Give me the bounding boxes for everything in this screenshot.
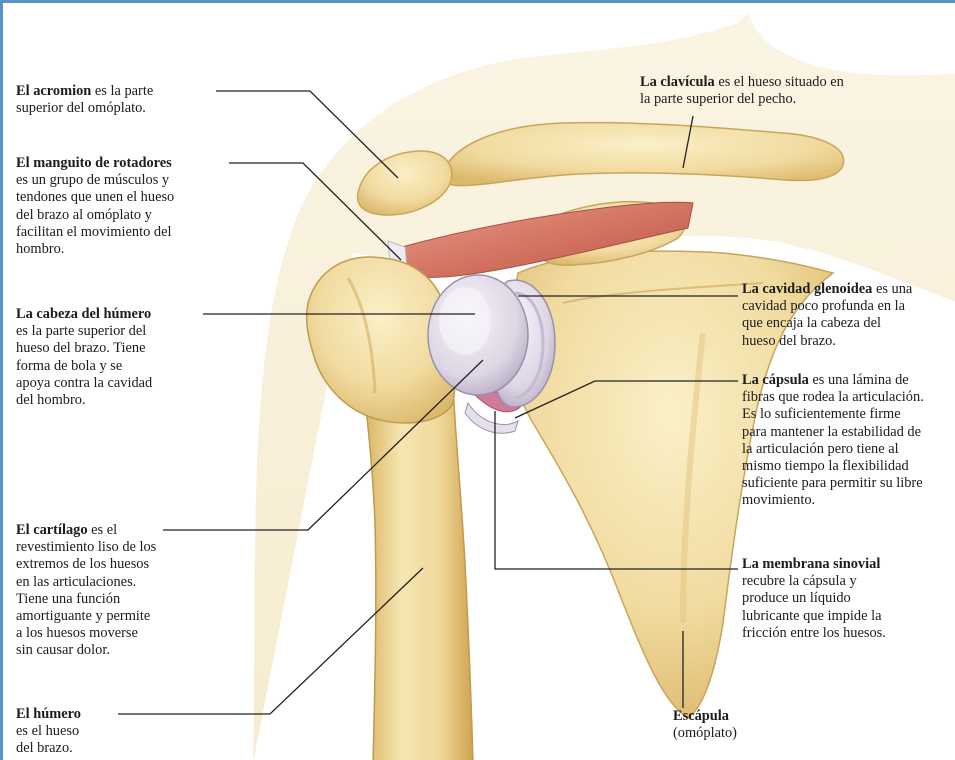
term-scapula: Escápula — [673, 708, 729, 724]
label-glenoid: La cavidad glenoidea es una cavidad poco… — [742, 281, 912, 350]
label-synovial: La membrana sinovial recubre la cápsula … — [742, 556, 886, 642]
term-capsule-rest: es una lámina de — [809, 372, 909, 388]
capsule-line-2: Es lo suficientemente firme — [742, 406, 924, 423]
label-capsule: La cápsula es una lámina de fibras que r… — [742, 372, 924, 510]
humerus-line-1: es el hueso — [16, 723, 81, 740]
label-clavicle: La clavícula es el hueso situado en la p… — [640, 74, 844, 108]
glenoid-line-2: que encaja la cabeza del — [742, 315, 912, 332]
cartilage-line-2: extremos de los huesos — [16, 556, 156, 573]
cartilage-line-5: amortiguante y permite — [16, 608, 156, 625]
rotator-cuff-line-3: del brazo al omóplato y — [16, 207, 174, 224]
cartilage-line-6: a los huesos moverse — [16, 625, 156, 642]
term-glenoid: La cavidad glenoidea — [742, 281, 872, 297]
label-scapula: Escápula (omóplato) — [673, 708, 737, 742]
synovial-line-3: lubricante que impide la — [742, 608, 886, 625]
glenoid-line-3: hueso del brazo. — [742, 333, 912, 350]
term-clavicle-rest: es el hueso situado en — [715, 74, 844, 90]
humeral-head-line-5: del hombro. — [16, 392, 152, 409]
term-synovial: La membrana sinovial — [742, 556, 880, 572]
cartilage-line-4: Tiene una función — [16, 591, 156, 608]
term-rotator-cuff: El manguito de rotadores — [16, 155, 172, 171]
scapula-line-1: (omóplato) — [673, 725, 737, 742]
rotator-cuff-line-5: hombro. — [16, 241, 174, 258]
term-cartilage: El cartílago — [16, 522, 88, 538]
humeral-head-highlight — [439, 287, 491, 355]
term-acromion-rest: es la parte — [91, 83, 153, 99]
rotator-cuff-line-1: es un grupo de músculos y — [16, 172, 174, 189]
humeral-head-line-3: forma de bola y se — [16, 358, 152, 375]
capsule-line-4: la articulación pero tiene al — [742, 441, 924, 458]
humeral-head-line-4: apoya contra la cavidad — [16, 375, 152, 392]
humerus-line-2: del brazo. — [16, 740, 81, 757]
term-acromion: El acromion — [16, 83, 91, 99]
cartilage-line-7: sin causar dolor. — [16, 642, 156, 659]
clavicle-line-1: la parte superior del pecho. — [640, 91, 844, 108]
cartilage-line-3: en las articulaciones. — [16, 574, 156, 591]
capsule-line-6: suficiente para permitir su libre — [742, 475, 924, 492]
synovial-line-2: produce un líquido — [742, 590, 886, 607]
capsule-line-3: para mantener la estabilidad de — [742, 424, 924, 441]
term-humerus: El húmero — [16, 706, 81, 722]
acromion-line-1: superior del omóplato. — [16, 100, 153, 117]
cartilage-line-1: revestimiento liso de los — [16, 539, 156, 556]
label-humeral-head: La cabeza del húmero es la parte superio… — [16, 306, 152, 409]
term-cartilage-rest: es el — [88, 522, 118, 538]
glenoid-line-1: cavidad poco profunda en la — [742, 298, 912, 315]
label-rotator-cuff: El manguito de rotadores es un grupo de … — [16, 155, 174, 258]
term-glenoid-rest: es una — [872, 281, 912, 297]
label-cartilage: El cartílago es el revestimiento liso de… — [16, 522, 156, 660]
rotator-cuff-line-2: tendones que unen el hueso — [16, 189, 174, 206]
term-humeral-head: La cabeza del húmero — [16, 306, 151, 322]
humeral-head-line-2: hueso del brazo. Tiene — [16, 340, 152, 357]
capsule-line-5: mismo tiempo la flexibilidad — [742, 458, 924, 475]
capsule-line-1: fibras que rodea la articulación. — [742, 389, 924, 406]
term-capsule: La cápsula — [742, 372, 809, 388]
label-humerus: El húmero es el hueso del brazo. — [16, 706, 81, 758]
term-clavicle: La clavícula — [640, 74, 715, 90]
synovial-line-4: fricción entre los huesos. — [742, 625, 886, 642]
rotator-cuff-line-4: facilitan el movimiento del — [16, 224, 174, 241]
humerus-shaft — [363, 383, 473, 760]
synovial-line-1: recubre la cápsula y — [742, 573, 886, 590]
label-acromion: El acromion es la parte superior del omó… — [16, 83, 153, 117]
capsule-line-7: movimiento. — [742, 492, 924, 509]
humeral-head-line-1: es la parte superior del — [16, 323, 152, 340]
